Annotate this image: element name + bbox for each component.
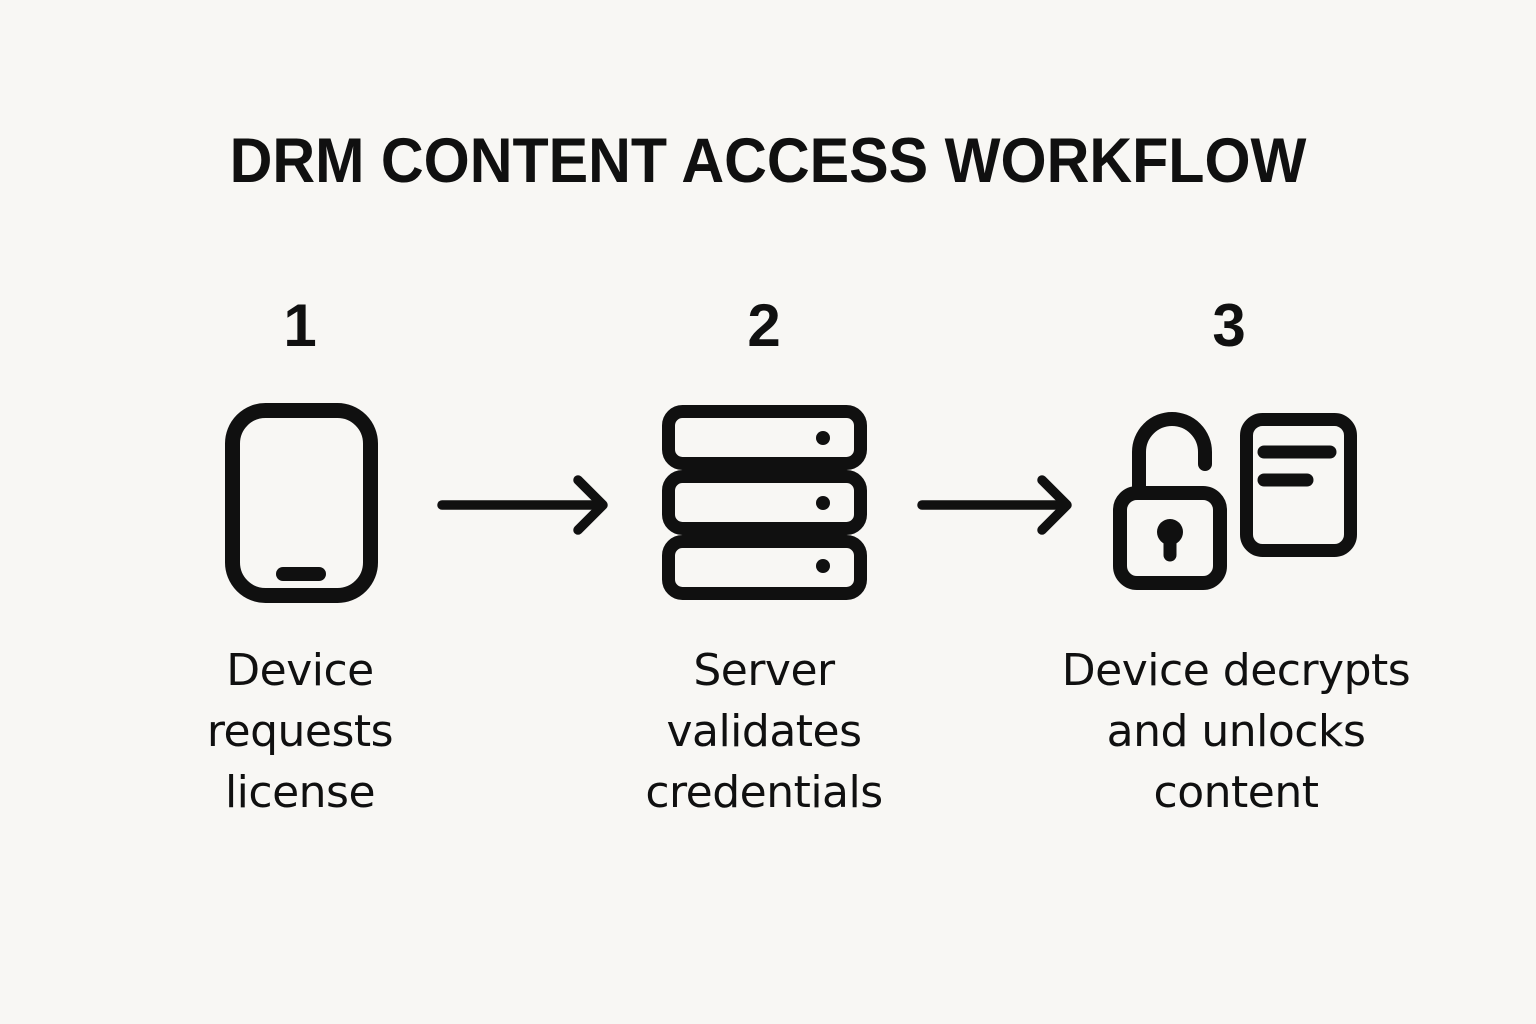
step-1-label-line: requests — [206, 706, 394, 757]
right-arrow-icon — [916, 467, 1076, 548]
server-icon — [662, 405, 867, 600]
step-3-label-line: Device decrypts — [1061, 645, 1411, 696]
step-2-number: 2 — [614, 296, 914, 356]
document-icon — [1240, 413, 1357, 557]
step-1-label: Device requests license — [140, 640, 460, 823]
step-1-label-line: Device — [226, 645, 374, 696]
step-2-number-text: 2 — [747, 292, 781, 359]
step-1-number: 1 — [150, 296, 450, 356]
step-2-label: Server validates credentials — [604, 640, 924, 823]
step-3-number: 3 — [1079, 296, 1379, 356]
step-3-number-text: 3 — [1212, 292, 1246, 359]
unlocked-padlock-icon — [1113, 412, 1227, 590]
step-1-number-text: 1 — [283, 292, 317, 359]
tablet-icon — [225, 403, 378, 603]
step-1-label-line: license — [224, 767, 376, 818]
step-2-label-line: validates — [666, 706, 862, 757]
step-2-label-line: Server — [693, 645, 835, 696]
step-2-label-line: credentials — [645, 767, 883, 818]
diagram-title: DRM CONTENT ACCESS WORKFLOW — [229, 126, 1307, 196]
step-3-label-line: and unlocks — [1106, 706, 1366, 757]
right-arrow-icon — [436, 467, 612, 548]
step-3-label: Device decrypts and unlocks content — [1006, 640, 1466, 823]
step-3-label-line: content — [1153, 767, 1319, 818]
unlocked-padlock-and-document-icon — [1108, 408, 1364, 598]
